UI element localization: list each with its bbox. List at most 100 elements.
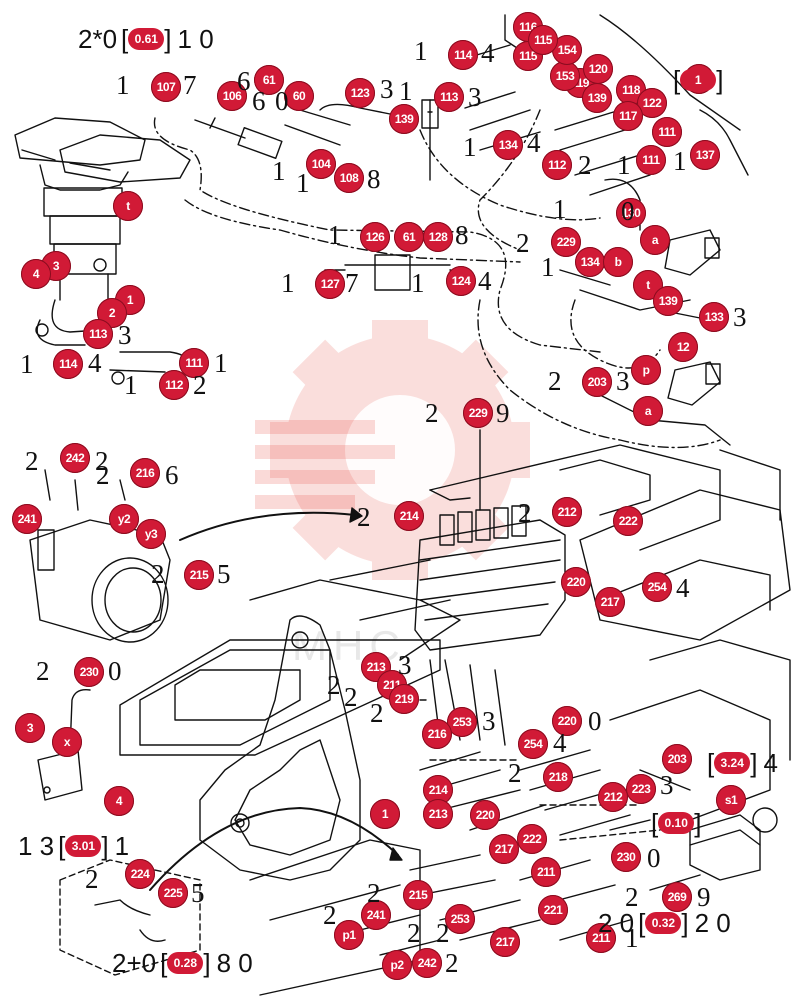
part-callout: 134 <box>575 247 605 277</box>
quantity-digit: 2 <box>36 656 50 686</box>
part-callout: 112 <box>159 370 189 400</box>
part-callout: p <box>631 355 661 385</box>
bracket-left: [ <box>58 831 66 861</box>
part-callout: 203 <box>582 367 612 397</box>
reference-prefix: 2*0 <box>78 24 118 54</box>
reference-suffix: 4 <box>763 748 778 778</box>
quantity-digit: 2 <box>516 228 530 258</box>
part-callout: 113 <box>83 319 113 349</box>
quantity-digit: 4 <box>88 348 102 378</box>
reference-id-badge: 0.61 <box>128 28 165 50</box>
quantity-digit: 2 <box>85 864 99 894</box>
part-callout: 254 <box>642 572 672 602</box>
quantity-digit: 2 <box>151 559 165 589</box>
quantity-digit: 2 <box>95 446 109 476</box>
quantity-digit: 6 <box>252 86 266 116</box>
part-callout: 139 <box>653 286 683 316</box>
part-callout: 115 <box>528 25 558 55</box>
part-callout: 111 <box>636 145 666 175</box>
quantity-digit: 3 <box>380 74 394 104</box>
bracket-right: ] <box>101 831 109 861</box>
quantity-digit: 2 <box>367 878 381 908</box>
quantity-digit: 4 <box>481 38 495 68</box>
part-callout: 220 <box>552 706 582 736</box>
quantity-digit: 1 <box>625 923 639 953</box>
page-reference: [0.10] <box>651 808 702 838</box>
reference-id-badge: 3.01 <box>65 835 102 857</box>
quantity-digit: 2 <box>193 370 207 400</box>
quantity-digit: 3 <box>616 366 630 396</box>
bracket-right: ] <box>694 808 702 838</box>
quantity-digit: 1 <box>399 76 413 106</box>
quantity-digit: 7 <box>345 268 359 298</box>
part-callout: 1 <box>370 799 400 829</box>
part-callout: 4 <box>104 786 134 816</box>
quantity-digit: 6 <box>165 460 179 490</box>
bracket-right: ] <box>750 748 758 778</box>
quantity-digit: 1 <box>541 252 555 282</box>
part-callout: 124 <box>446 266 476 296</box>
quantity-digit: 3 <box>660 770 674 800</box>
quantity-digit: 2 <box>578 150 592 180</box>
part-callout: t <box>113 191 143 221</box>
part-callout: 61 <box>254 65 284 95</box>
quantity-digit: 1 <box>673 146 687 176</box>
page-reference: 1 3[3.01]1 <box>18 831 129 861</box>
part-callout: 213 <box>423 799 453 829</box>
quantity-digit: 1 <box>553 194 567 224</box>
quantity-digit: 3 <box>482 706 496 736</box>
quantity-digit: 1 <box>463 132 477 162</box>
part-callout: 224 <box>125 859 155 889</box>
quantity-digit: 1 <box>214 348 228 378</box>
part-callout: 215 <box>184 560 214 590</box>
quantity-digit: 0 <box>588 706 602 736</box>
quantity-digit: 1 <box>296 168 310 198</box>
part-callout: 203 <box>662 744 692 774</box>
quantity-digit: 3 <box>733 302 747 332</box>
quantity-digit: 2 <box>445 948 459 978</box>
part-callout: 120 <box>583 54 613 84</box>
pedal-assembly <box>14 117 191 301</box>
quantity-digit: 9 <box>496 398 510 428</box>
part-callout: 242 <box>60 443 90 473</box>
part-callout: 108 <box>334 163 364 193</box>
part-callout: 230 <box>74 657 104 687</box>
reference-prefix: 2+0 <box>112 948 157 978</box>
part-callout: 221 <box>538 895 568 925</box>
part-callout: 127 <box>315 269 345 299</box>
part-callout: 212 <box>552 497 582 527</box>
quantity-digit: 2 <box>425 398 439 428</box>
part-callout: 134 <box>493 130 523 160</box>
quantity-digit: 1 <box>281 268 295 298</box>
reference-suffix: 2 0 <box>694 908 731 938</box>
bracket-left: [ <box>651 808 659 838</box>
part-callout: 126 <box>360 222 390 252</box>
part-callout: 220 <box>470 800 500 830</box>
part-callout: 104 <box>306 149 336 179</box>
part-callout: 213 <box>361 652 391 682</box>
quantity-digit: 2 <box>370 698 384 728</box>
part-callout: y2 <box>109 504 139 534</box>
part-callout: 211 <box>586 923 616 953</box>
chassis-frame <box>119 444 791 996</box>
part-callout: 114 <box>448 40 478 70</box>
quantity-digit: 0 <box>621 196 635 226</box>
part-callout: 139 <box>389 104 419 134</box>
part-callout: p1 <box>334 920 364 950</box>
part-callout: 241 <box>12 504 42 534</box>
part-callout: a <box>633 396 663 426</box>
part-callout: y3 <box>136 519 166 549</box>
part-callout: 107 <box>151 72 181 102</box>
quantity-digit: 2 <box>96 460 110 490</box>
quantity-digit: 2 <box>25 446 39 476</box>
part-callout: 130 <box>616 198 646 228</box>
part-callout: 60 <box>284 81 314 111</box>
quantity-digit: 1 <box>617 150 631 180</box>
quantity-digit: 1 <box>272 156 286 186</box>
bracket-right: ] <box>681 908 689 938</box>
part-callout: 123 <box>345 78 375 108</box>
arrow-to-hoses-line <box>149 807 399 891</box>
bracket-right: ] <box>716 65 724 95</box>
